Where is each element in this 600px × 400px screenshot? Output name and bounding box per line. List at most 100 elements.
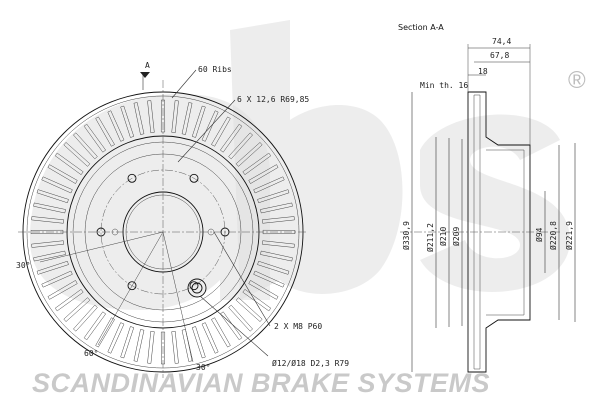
bolt-hole — [189, 173, 199, 183]
vent-rib — [41, 176, 73, 194]
thread-label: 2 X M8 P60 — [274, 322, 322, 331]
logo-letter-s — [420, 114, 570, 293]
vent-rib — [54, 152, 84, 176]
vent-rib — [261, 216, 295, 224]
vent-rib — [219, 123, 243, 153]
vent-ribs — [30, 99, 296, 365]
dim-center-bore: Ø94 — [534, 227, 544, 242]
vent-rib — [147, 330, 155, 364]
vent-rib — [120, 326, 135, 359]
vent-rib — [260, 250, 293, 262]
bolt-hole — [127, 281, 137, 291]
vent-rib — [107, 322, 125, 354]
vent-rib — [228, 132, 253, 160]
vent-rib — [242, 152, 272, 176]
vent-rib — [248, 280, 279, 300]
vent-rib — [181, 102, 193, 135]
logo-tagline: SCANDINAVIAN BRAKE SYSTEMS — [32, 368, 490, 398]
vent-rib — [211, 317, 231, 348]
section-title: Section A-A — [398, 23, 444, 32]
vent-rib — [107, 110, 125, 142]
vent-rib — [262, 229, 296, 235]
vent-rib — [171, 100, 179, 134]
vent-rib — [201, 110, 219, 142]
vent-rib — [160, 331, 166, 365]
angle-ray-1 — [39, 231, 164, 263]
section-view: Section A-A 74,4 67,8 18 Min th. 16 Ø330… — [398, 23, 576, 373]
thread-leader — [213, 231, 271, 327]
vent-rib — [95, 116, 115, 147]
disc-profile-inner — [473, 94, 481, 370]
pin-hole-outer — [187, 278, 207, 298]
vent-rib — [235, 142, 263, 167]
vent-rib — [63, 142, 91, 167]
vent-rib — [191, 326, 206, 359]
disc-profile-outer — [467, 91, 531, 373]
vent-rib — [257, 260, 290, 275]
dim-hat-max: Ø221,9 — [564, 221, 574, 250]
vent-rib — [36, 189, 69, 204]
dim-d1: Ø211,2 — [425, 223, 435, 252]
dim-hat-depth: 67,8 — [490, 51, 509, 60]
front-view: A 60 Ribs 6 X 12,6 R69,85 2 X M8 P60 Ø12… — [16, 61, 349, 378]
vent-rib — [219, 311, 243, 341]
vent-rib — [54, 288, 84, 312]
vent-rib — [31, 240, 65, 248]
vent-rib — [47, 164, 78, 184]
vent-rib — [30, 229, 64, 235]
vent-rib — [191, 105, 206, 138]
vent-rib — [253, 270, 285, 288]
brand-logo: ® SCANDINAVIAN BRAKE SYSTEMS — [30, 20, 586, 398]
vent-rib — [133, 329, 145, 362]
angle-bottom-label: 30° — [196, 363, 210, 372]
vent-rib — [41, 270, 73, 288]
section-arrow — [140, 72, 150, 78]
ribs-label: 60 Ribs — [198, 65, 232, 74]
vent-rib — [47, 280, 78, 300]
bolt-hole — [189, 281, 199, 291]
pin-hole-inner — [191, 282, 203, 294]
vent-rib — [133, 102, 145, 135]
vent-rib — [73, 304, 98, 332]
vent-rib — [33, 202, 66, 214]
angle-bottom-left-label: 60° — [84, 349, 98, 358]
vent-rib — [248, 164, 279, 184]
vent-rib — [228, 304, 253, 332]
pin-leader — [199, 295, 269, 357]
bolt-leader — [177, 99, 236, 163]
section-marker-label: A — [145, 61, 150, 70]
vent-rib — [253, 176, 285, 194]
vent-rib — [120, 105, 135, 138]
vent-rib — [260, 202, 293, 214]
registered-mark: ® — [568, 67, 586, 94]
dim-thickness: 18 — [478, 67, 488, 76]
angle-ray-3 — [162, 231, 194, 363]
dim-d3: Ø209 — [451, 227, 461, 246]
vent-rib — [211, 116, 231, 147]
vent-rib — [261, 240, 295, 248]
vent-rib — [257, 189, 290, 204]
vent-rib — [160, 99, 166, 133]
vent-rib — [33, 250, 66, 262]
vent-rib — [235, 297, 263, 322]
vent-rib — [242, 288, 272, 312]
vent-rib — [171, 330, 179, 364]
vent-rib — [63, 297, 91, 322]
vent-rib — [95, 317, 115, 348]
angle-ray-2 — [97, 231, 164, 346]
vent-rib — [201, 322, 219, 354]
bolt-circle-label: 6 X 12,6 R69,85 — [237, 95, 309, 104]
vent-rib — [31, 216, 65, 224]
pin-label: Ø12/Ø18 D2,3 R79 — [272, 358, 349, 368]
ribs-leader — [171, 69, 197, 99]
dim-overall-width: 74,4 — [492, 37, 511, 46]
vent-rib — [83, 123, 107, 153]
dim-min-thickness: Min th. 16 — [420, 81, 468, 90]
hat-inner-line — [486, 149, 525, 316]
dim-hat-outer: Ø220,8 — [548, 221, 558, 250]
vent-rib — [83, 311, 107, 341]
vent-rib — [147, 100, 155, 134]
vent-rib — [36, 260, 69, 275]
vent-rib — [181, 329, 193, 362]
dim-outer-diameter: Ø330,9 — [401, 221, 411, 250]
